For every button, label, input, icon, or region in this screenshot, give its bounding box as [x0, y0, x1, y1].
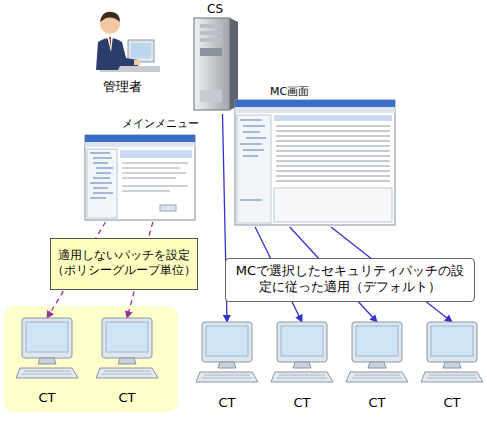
server-node: CS [190, 2, 240, 114]
client-pc-icon [271, 322, 333, 382]
node-label: CT [14, 390, 80, 406]
client-illustrations [16, 318, 483, 382]
node-label: CT [419, 395, 485, 411]
client-pc-icon [346, 322, 408, 382]
client-node: CT [269, 322, 335, 414]
callout-box: MCで選択したセキュリティパッチの設定に従った適用（デフォルト） [225, 258, 475, 302]
node-label: メインメニュー [122, 117, 202, 131]
client-node: CT [344, 322, 410, 414]
client-node: CT [94, 318, 160, 410]
callout-box: 適用しないパッチを設定（ポリシーグループ単位） [50, 238, 198, 290]
node-label: CT [269, 395, 335, 411]
client-pc-icon [196, 322, 258, 382]
screen-node: MC画面 [232, 84, 397, 227]
client-pc-icon [421, 322, 483, 382]
client-node: CT [194, 322, 260, 414]
client-node: CT [14, 318, 80, 410]
client-pc-icon [96, 318, 158, 378]
mainmenu-screenshot [85, 135, 195, 220]
person-illustration [96, 12, 160, 72]
client-pc-icon [16, 318, 78, 378]
server-illustration [194, 18, 238, 110]
person-node: 管理者 [85, 5, 160, 97]
node-label: CT [94, 390, 160, 406]
node-label: CT [344, 395, 410, 411]
node-label: 適用しないパッチを設定（ポリシーグループ単位） [51, 248, 197, 278]
client-node: CT [419, 322, 485, 414]
node-label: CT [194, 395, 260, 411]
node-label: MCで選択したセキュリティパッチの設定に従った適用（デフォルト） [232, 263, 468, 296]
mc-screenshot [235, 100, 395, 225]
node-label: 管理者 [85, 79, 160, 95]
node-label: CS [190, 2, 240, 17]
node-label: MC画面 [270, 85, 350, 99]
policy-group-area [4, 306, 178, 412]
screen-node: メインメニュー [82, 114, 200, 222]
